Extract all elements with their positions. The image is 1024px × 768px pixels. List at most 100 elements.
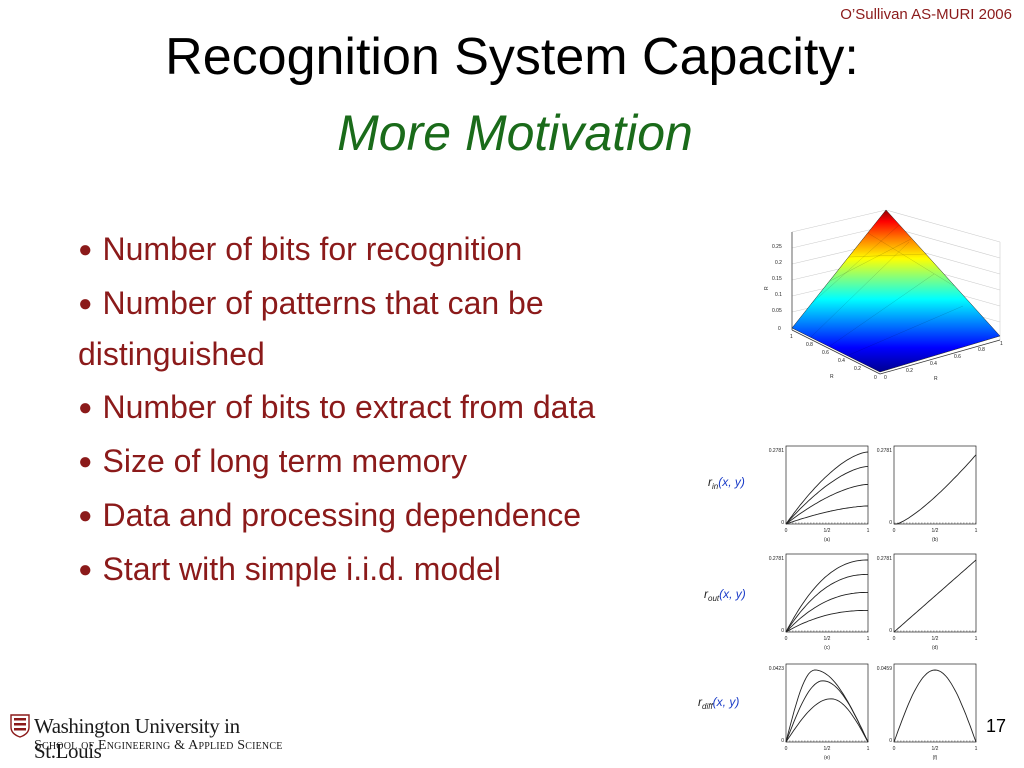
bullet-item: ●Number of patterns that can be distingu… bbox=[78, 278, 718, 379]
panel-x-tick: 1/2 bbox=[824, 636, 831, 642]
panel-ymax-tick: 0.2781 bbox=[769, 556, 785, 562]
panel-caption: (e) bbox=[824, 755, 830, 761]
panel-x-tick: 1 bbox=[867, 746, 870, 752]
bullet-text: Number of bits to extract from data bbox=[102, 389, 596, 425]
panel-caption: (d) bbox=[932, 645, 938, 651]
bullet-dot-icon: ● bbox=[78, 394, 93, 421]
panel-curve bbox=[785, 609, 868, 633]
right-axis-label: R bbox=[934, 376, 938, 382]
bullet-item: ● Size of long term memory bbox=[78, 436, 718, 487]
panel-curve bbox=[785, 559, 868, 633]
right-tick: 1 bbox=[1000, 341, 1003, 347]
panel-x-tick: 0 bbox=[893, 746, 896, 752]
panel-x-tick: 0 bbox=[785, 636, 788, 642]
panel-x-tick: 1/2 bbox=[932, 636, 939, 642]
panel-x-tick: 1/2 bbox=[824, 746, 831, 752]
bullet-text: Start with simple i.i.d. model bbox=[102, 551, 501, 587]
panel-curve bbox=[785, 451, 869, 525]
shield-icon bbox=[10, 714, 30, 738]
left-axis-ticks: 1 0.8 0.6 0.4 0.2 0 bbox=[790, 334, 877, 381]
right-tick: 0.4 bbox=[930, 361, 937, 367]
page-number: 17 bbox=[985, 716, 1006, 736]
bullet-dot-icon: ● bbox=[78, 236, 93, 263]
panel-curve bbox=[785, 591, 868, 633]
surface-axes bbox=[791, 232, 1001, 375]
left-tick: 0.2 bbox=[854, 366, 861, 372]
panel-x-tick: 1 bbox=[975, 746, 978, 752]
z-tick: 0.1 bbox=[775, 292, 782, 298]
bullet-text: Number of patterns that can be distingui… bbox=[78, 285, 544, 372]
panel-x-tick: 1 bbox=[975, 528, 978, 534]
panel-ymax-tick: 0.2781 bbox=[769, 448, 785, 454]
bullet-item: ● Number of bits to extract from data bbox=[78, 382, 718, 433]
panel-yzero-tick: 0 bbox=[889, 738, 892, 744]
bullet-dot-icon: ● bbox=[78, 502, 93, 529]
panel-caption: (c) bbox=[824, 645, 830, 651]
panel-x-tick: 1 bbox=[975, 636, 978, 642]
panel-curve bbox=[893, 559, 977, 633]
panel-x-tick: 0 bbox=[785, 528, 788, 534]
right-axis-ticks: 0 0.2 0.4 0.6 0.8 1 bbox=[884, 341, 1003, 381]
panel-ymax-tick: 0.0423 bbox=[769, 666, 785, 672]
panel-yzero-tick: 0 bbox=[889, 520, 892, 526]
left-axis-label: R bbox=[830, 374, 834, 380]
panel-ymax-tick: 0.0459 bbox=[877, 666, 893, 672]
right-tick: 0 bbox=[884, 375, 887, 381]
panel-curve bbox=[785, 483, 869, 525]
right-tick: 0.6 bbox=[954, 354, 961, 360]
logo-school-name: School of Engineering & Applied Science bbox=[34, 738, 283, 753]
panel-ymax-tick: 0.2781 bbox=[877, 556, 893, 562]
left-tick: 1 bbox=[790, 334, 793, 340]
z-tick: 0.15 bbox=[772, 276, 782, 282]
row-labels: rin(x, y) rout(x, y) rdiff(x, y) bbox=[698, 475, 746, 711]
panel-frame bbox=[893, 663, 977, 743]
left-tick: 0 bbox=[874, 375, 877, 381]
bullet-dot-icon: ● bbox=[78, 556, 93, 583]
panel-curve bbox=[893, 669, 977, 743]
left-tick: 0.4 bbox=[838, 358, 845, 364]
bullet-dot-icon: ● bbox=[78, 448, 93, 475]
z-tick: 0.05 bbox=[772, 308, 782, 314]
slide-subtitle: More Motivation bbox=[337, 105, 693, 161]
bullet-text: Data and processing dependence bbox=[102, 497, 582, 533]
z-axis-ticks: 0 0.05 0.1 0.15 0.2 0.25 bbox=[772, 244, 782, 332]
panel-x-tick: 0 bbox=[893, 528, 896, 534]
panel-yzero-tick: 0 bbox=[781, 738, 784, 744]
panel-caption: (a) bbox=[824, 537, 830, 543]
surface-plot-figure: 0 0.05 0.1 0.15 0.2 0.25 R 1 0.8 0.6 0.4… bbox=[764, 209, 1003, 382]
z-tick: 0.25 bbox=[772, 244, 782, 250]
bullet-item: ● Number of bits for recognition bbox=[78, 224, 718, 275]
panel-curve bbox=[894, 454, 977, 525]
surface-mesh bbox=[791, 209, 1001, 373]
panel-yzero-tick: 0 bbox=[889, 628, 892, 634]
right-tick: 0.2 bbox=[906, 368, 913, 374]
university-logo: Washington University in St.Louis School… bbox=[10, 714, 300, 763]
bullet-item: ● Start with simple i.i.d. model bbox=[78, 544, 718, 595]
panel-caption: (b) bbox=[932, 537, 938, 543]
right-tick: 0.8 bbox=[978, 347, 985, 353]
bullet-text: Number of bits for recognition bbox=[102, 231, 523, 267]
credit-text: O’Sullivan AS-MURI 2006 bbox=[840, 6, 1012, 23]
panel-curve bbox=[785, 573, 868, 633]
panel-yzero-tick: 0 bbox=[781, 628, 784, 634]
panel-yzero-tick: 0 bbox=[781, 520, 784, 526]
panel-x-tick: 1/2 bbox=[824, 528, 831, 534]
panel-frame bbox=[893, 445, 977, 525]
left-tick: 0.6 bbox=[822, 350, 829, 356]
bullet-text: Size of long term memory bbox=[102, 443, 468, 479]
panel-x-tick: 0 bbox=[785, 746, 788, 752]
z-axis-label: R bbox=[764, 286, 770, 290]
row-label-in: rin(x, y) bbox=[708, 475, 745, 491]
panel-x-tick: 0 bbox=[893, 636, 896, 642]
bullet-list: ●Number of bits for recognition ●Number … bbox=[78, 224, 718, 598]
panel-caption: (f) bbox=[933, 755, 938, 761]
logo-university-name: Washington University in St.Louis bbox=[34, 714, 240, 763]
bullet-dot-icon: ● bbox=[78, 290, 93, 317]
panel-x-tick: 1/2 bbox=[932, 528, 939, 534]
panel-curve bbox=[785, 698, 869, 743]
bullet-item: ● Data and processing dependence bbox=[78, 490, 718, 541]
panel-curve bbox=[785, 505, 868, 525]
panel-frame bbox=[893, 553, 977, 633]
panel-x-tick: 1 bbox=[867, 528, 870, 534]
